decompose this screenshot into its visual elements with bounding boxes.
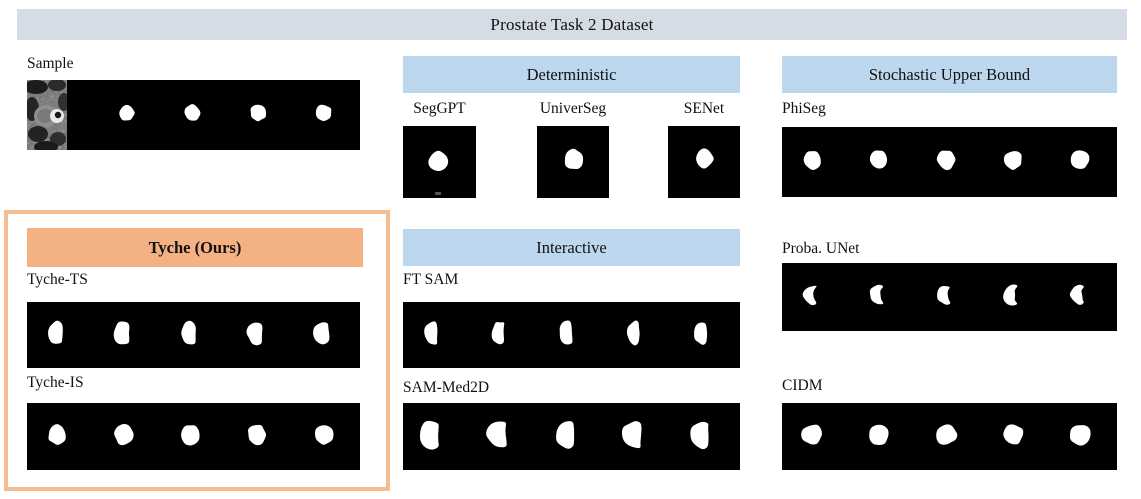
tyche-header: Tyche (Ours) [27, 228, 363, 267]
interactive-header: Interactive [403, 229, 740, 266]
segmentation-blob [559, 320, 573, 345]
segmentation-masks [802, 284, 1084, 306]
segmentation-blob [420, 420, 439, 450]
segmentation-blob [424, 321, 438, 345]
segmentation-blob [1003, 424, 1024, 445]
segmentation-blob [428, 150, 449, 172]
segmentation-blob [119, 104, 135, 121]
ft-sam-strip [403, 302, 740, 368]
segmentation-masks [803, 150, 1090, 171]
segmentation-blob [803, 151, 821, 170]
segmentation-blob [696, 148, 714, 169]
sample-label: Sample [27, 55, 74, 72]
proba-unet-label: Proba. UNet [782, 240, 860, 257]
segmentation-blob [690, 421, 709, 450]
tyche-is-strip [27, 403, 360, 470]
segmentation-blob [491, 322, 505, 345]
segmentation-blob [869, 150, 888, 169]
segmentation-blob [869, 284, 884, 305]
segmentation-blob [1069, 425, 1091, 446]
segmentation-blob [248, 424, 267, 446]
segmentation-blob [801, 424, 822, 445]
segmentation-blob [315, 425, 334, 445]
segmentation-blob [313, 322, 330, 345]
segmentation-blob [48, 320, 63, 344]
segmentation-blob [936, 424, 958, 445]
segmentation-blob [1069, 284, 1084, 305]
segmentation-blob [113, 321, 130, 345]
senet-label: SENet [683, 100, 725, 117]
senet-panel [668, 126, 740, 198]
segmentation-blob [250, 104, 267, 122]
segmentation-masks [48, 320, 330, 346]
dataset-title-banner: Prostate Task 2 Dataset [17, 9, 1127, 40]
mri-scan-image [27, 80, 67, 150]
segmentation-masks [48, 424, 334, 446]
segmentation-masks [424, 320, 708, 346]
segmentation-blob [869, 424, 889, 445]
segmentation-blob [114, 424, 134, 446]
segmentation-blob [1070, 150, 1090, 169]
universeg-panel [537, 126, 609, 198]
segmentation-blob [1003, 284, 1018, 306]
segmentation-blob [48, 424, 66, 445]
universeg-label: UniverSeg [539, 100, 607, 117]
proba-unet-strip [782, 263, 1117, 331]
sam-med2d-label: SAM-Med2D [403, 379, 490, 396]
tyche-ts-strip [27, 302, 360, 368]
seggpt-panel [403, 126, 476, 198]
segmentation-blob [181, 425, 200, 446]
segmentation-blob [184, 104, 201, 121]
phiseg-label: PhiSeg [782, 100, 826, 117]
cidm-strip [782, 403, 1117, 470]
phiseg-strip [782, 127, 1117, 197]
seggpt-print-artifact [435, 192, 441, 195]
segmentation-blob [1003, 151, 1022, 170]
segmentation-blob [621, 421, 642, 449]
segmentation-blob [564, 148, 584, 170]
cidm-label: CIDM [782, 377, 823, 394]
deterministic-header: Deterministic [403, 56, 740, 93]
segmentation-masks [428, 150, 449, 172]
tyche-is-label: Tyche-IS [27, 374, 84, 391]
ft-sam-label: FT SAM [403, 271, 459, 288]
segmentation-blob [694, 322, 708, 345]
sam-med2d-strip [403, 403, 740, 470]
sample-strip [27, 80, 360, 150]
tyche-ts-label: Tyche-TS [27, 271, 88, 288]
stochastic-header: Stochastic Upper Bound [782, 56, 1117, 93]
segmentation-masks [801, 424, 1091, 446]
segmentation-masks [420, 420, 709, 450]
segmentation-blob [937, 285, 951, 305]
segmentation-blob [556, 421, 575, 449]
segmentation-blob [486, 421, 507, 448]
segmentation-masks [696, 148, 714, 169]
segmentation-blob [246, 322, 263, 346]
segmentation-blob [936, 150, 956, 171]
segmentation-blob [626, 320, 640, 346]
segmentation-masks [119, 104, 332, 122]
seggpt-label: SegGPT [413, 100, 466, 117]
segmentation-blob [802, 285, 817, 306]
segmentation-blob [181, 320, 196, 345]
segmentation-masks [564, 148, 584, 170]
segmentation-blob [315, 104, 332, 121]
